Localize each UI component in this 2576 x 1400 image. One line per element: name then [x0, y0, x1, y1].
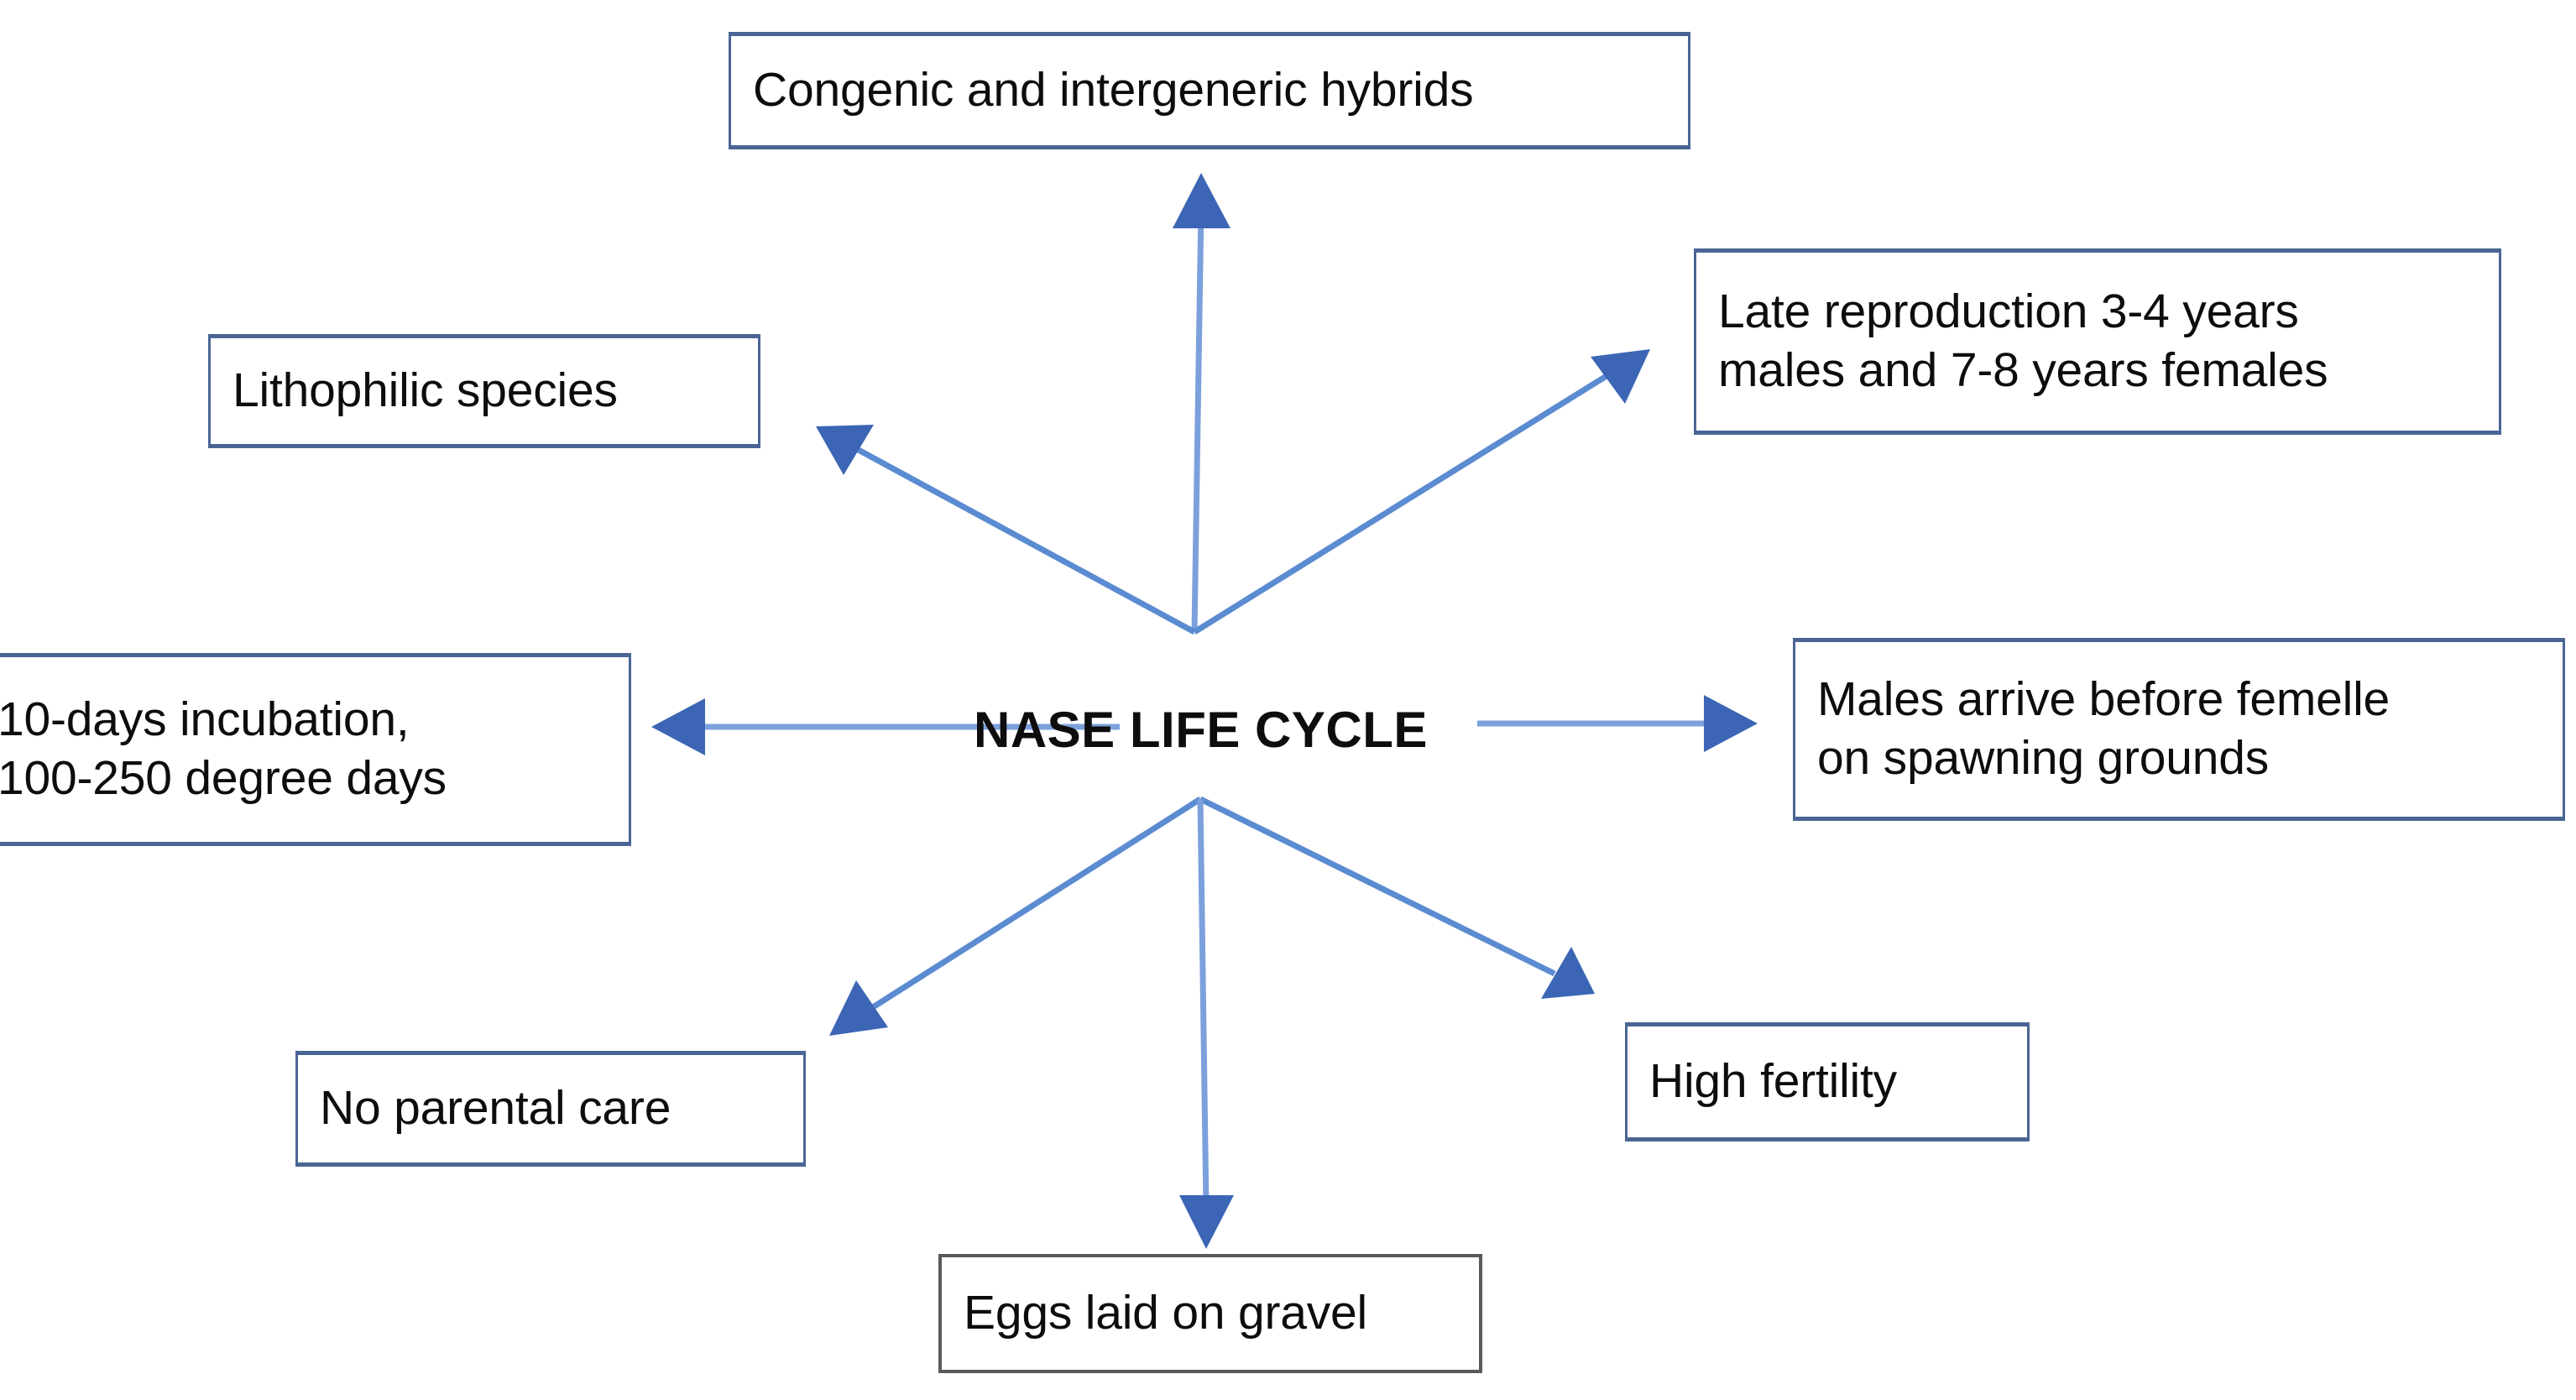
node-high-fertility[interactable]: High fertility: [1625, 1022, 2030, 1141]
node-males-arrive-before-femelle[interactable]: Males arrive before femelle on spawning …: [1793, 638, 2565, 821]
node-label: No parental care: [320, 1081, 671, 1136]
arrow-to-no-parental-care: [829, 797, 1202, 1036]
node-label: Congenic and intergeneric hybrids: [753, 63, 1474, 118]
arrow-to-males-arrive: [1477, 695, 1758, 752]
node-10-days-incubation[interactable]: 10-days incubation, 100-250 degree days: [0, 653, 631, 846]
node-lithophilic-species[interactable]: Lithophilic species: [208, 334, 760, 448]
node-label: 10-days incubation, 100-250 degree days: [0, 692, 447, 805]
arrow-to-high-fertility: [1199, 796, 1595, 999]
arrow-to-lithophilic-species: [816, 425, 1196, 635]
node-congenic-and-intergeneric-hybrids[interactable]: Congenic and intergeneric hybrids: [729, 32, 1690, 149]
center-node-nase-life-cycle[interactable]: NASE LIFE CYCLE: [974, 693, 1444, 767]
arrow-to-late-reproduction: [1193, 349, 1650, 635]
node-label: Males arrive before femelle on spawning …: [1817, 672, 2391, 785]
node-eggs-laid-on-gravel[interactable]: Eggs laid on gravel: [938, 1254, 1482, 1373]
node-label: High fertility: [1649, 1054, 1897, 1109]
node-label: Eggs laid on gravel: [964, 1286, 1368, 1340]
node-late-reproduction[interactable]: Late reproduction 3-4 years males and 7-…: [1694, 248, 2501, 435]
arrow-to-eggs-laid-on-gravel: [1179, 798, 1234, 1249]
node-label: Late reproduction 3-4 years males and 7-…: [1718, 285, 2328, 397]
node-no-parental-care[interactable]: No parental care: [295, 1051, 806, 1167]
center-node-label: NASE LIFE CYCLE: [974, 702, 1428, 759]
arrow-to-congenic-hybrids: [1173, 173, 1231, 633]
node-label: Lithophilic species: [233, 363, 618, 418]
